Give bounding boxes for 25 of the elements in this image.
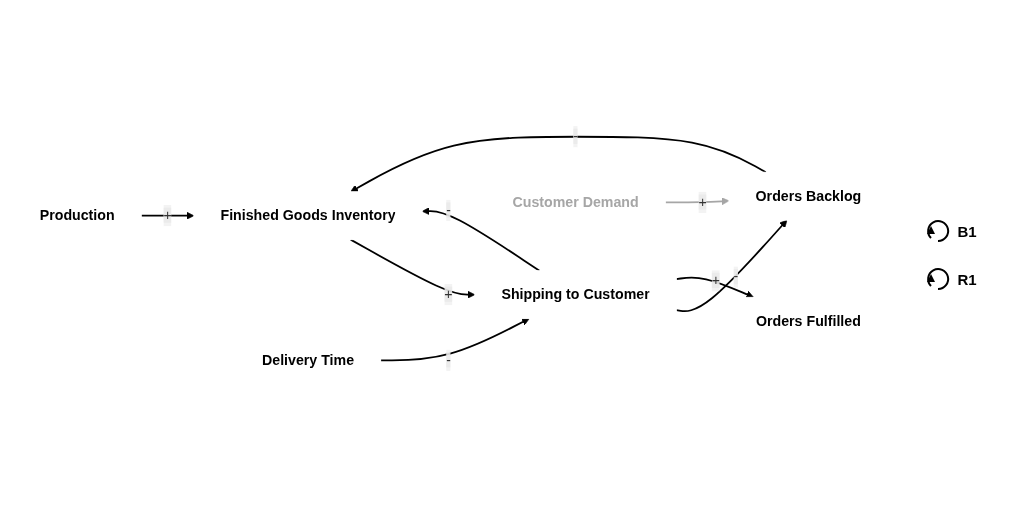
edge-label: - [446,202,451,218]
node-text: Delivery Time [262,352,355,368]
edge-label: + [444,286,453,302]
edge-label: - [446,352,451,368]
node-text: Shipping to Customer [501,286,650,302]
arrow [349,238,476,299]
node-text: Production [39,207,115,223]
arrow [379,318,530,361]
node-text: Finished Goods Inventory [220,207,396,223]
edge-label: + [711,272,720,288]
loop-label: R1 [957,270,977,288]
node-text: Customer Demand [512,194,639,210]
edge-label: + [698,194,707,210]
loop-label: B1 [957,222,977,240]
edge-label: - [573,128,578,144]
edge-label: + [163,207,172,223]
arrow [675,219,788,312]
arrow [664,197,730,205]
arrow [421,207,541,272]
edge-label: - [733,268,739,284]
arrow [675,276,754,298]
arrow [350,135,767,192]
arrow [140,211,195,220]
node-text: Orders Backlog [755,188,862,204]
node-text: Orders Fulfilled [755,313,861,329]
